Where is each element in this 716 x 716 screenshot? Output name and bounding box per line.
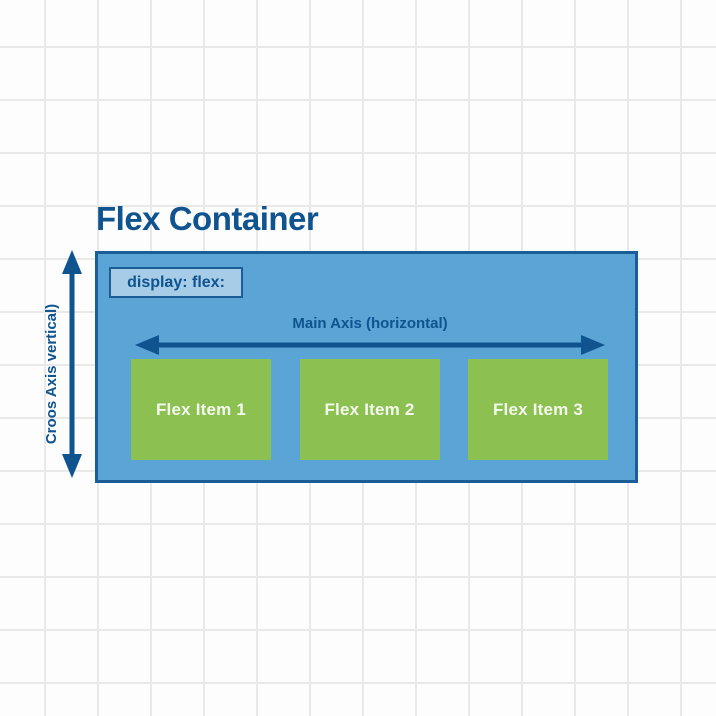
flex-item-2: Flex Item 2 [299,359,440,460]
flex-item-3: Flex Item 3 [468,359,608,460]
main-axis-arrow-icon [135,332,605,358]
main-axis-label: Main Axis (horizontal) [292,315,448,332]
cross-axis-label: Croos Axis vertical) [43,303,60,445]
flex-item-label: Flex Item 1 [155,399,247,419]
flex-item-label: Flex Item 2 [324,399,415,419]
flex-item-label: Flex Item 3 [492,399,584,419]
diagram-title: Flex Container [96,200,319,237]
display-flex-label: display: flex: [109,267,243,298]
flex-item-1: Flex Item 1 [131,359,271,460]
cross-axis-arrow-icon [58,250,86,478]
flex-items-row: Flex Item 1 Flex Item 2 Flex Item 3 [131,359,608,460]
flex-container-box: display: flex: Main Axis (horizontal) Fl… [95,251,638,483]
